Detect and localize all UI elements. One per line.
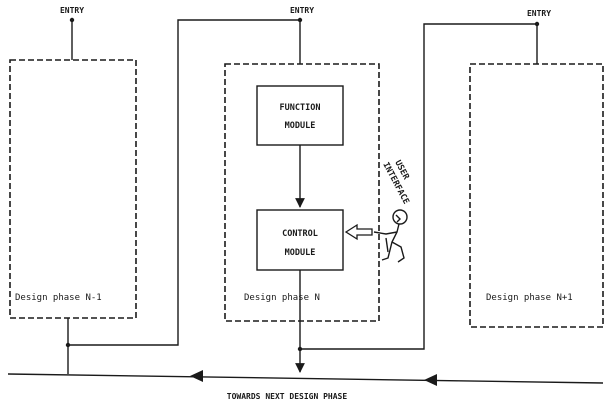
- phase-left-label: Design phase N-1: [15, 293, 102, 303]
- phase-left-group: ENTRY Design phase N-1: [10, 6, 136, 318]
- phase-center-label: Design phase N: [244, 293, 320, 303]
- center-junction-dot: [298, 347, 302, 351]
- phase-right-group: ENTRY Design phase N+1: [470, 9, 603, 327]
- entry-left-label: ENTRY: [60, 6, 84, 15]
- interface-arrow: [346, 225, 372, 239]
- phase-left-box: [10, 60, 136, 318]
- phase-center-group: ENTRY Design phase N FUNCTION MODULE CON…: [225, 6, 379, 372]
- entry-left-dot: [70, 18, 74, 22]
- control-module-label-2: MODULE: [285, 248, 316, 258]
- phase-right-box: [470, 64, 603, 327]
- bus-arrow-right: [424, 374, 437, 386]
- next-phase-bus: [8, 374, 603, 383]
- function-module-label-2: MODULE: [285, 121, 316, 131]
- function-module-box: [257, 86, 343, 145]
- function-module-label: FUNCTION: [280, 103, 321, 113]
- entry-center-label: ENTRY: [290, 6, 314, 15]
- next-phase-label: TOWARDS NEXT DESIGN PHASE: [227, 392, 348, 401]
- entry-right-label: ENTRY: [527, 9, 551, 18]
- phase-right-label: Design phase N+1: [486, 293, 573, 303]
- control-module-label: CONTROL: [282, 229, 318, 239]
- control-module-box: [257, 210, 343, 270]
- bus-arrow-center: [190, 370, 203, 382]
